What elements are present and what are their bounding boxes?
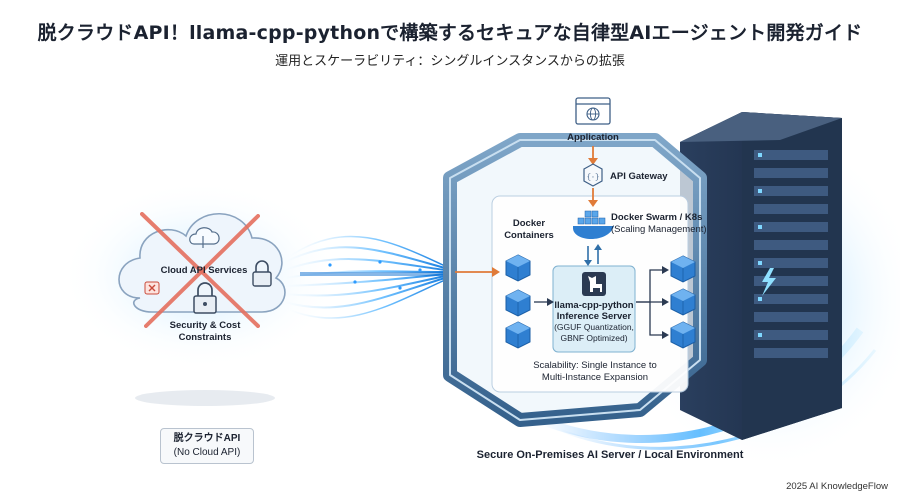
security-constraints-line2: Constraints	[178, 332, 232, 343]
swarm-line1: Docker Swarm / K8s	[611, 212, 703, 223]
application-window-icon	[575, 97, 611, 125]
scalability-line2: Multi-Instance Expansion	[541, 372, 649, 383]
server-line1: llama-cpp-python	[554, 300, 634, 311]
distribution-arrowheads	[662, 266, 669, 339]
server-line3: (GGUF Quantization,	[554, 322, 634, 332]
footer-credit: 2025 AI KnowledgeFlow	[786, 481, 888, 492]
llama-icon	[582, 272, 606, 296]
container-cube-1	[505, 254, 531, 282]
scalability-line1: Scalability: Single Instance to	[533, 360, 657, 371]
docker-whale-icon	[573, 210, 614, 239]
cloud-upload-icon	[189, 227, 220, 248]
cloud-api-services-label: Cloud API Services	[160, 265, 248, 276]
page-subtitle: 運用とスケーラビリティ：シングルインスタンスからの拡張	[275, 54, 625, 69]
no-cloud-api-tag: 脱クラウドAPI (No Cloud API)	[160, 428, 254, 464]
flow-arrows	[455, 146, 598, 277]
page-title: 脱クラウドAPI！llama-cpp-pythonで構築するセキュアな自律型AI…	[37, 22, 863, 44]
swarm-label: Docker Swarm / K8s (Scaling Management)	[611, 212, 707, 236]
lock-icon-center	[193, 282, 217, 314]
server-line2: Inference Server	[556, 311, 632, 322]
cloud-shape	[118, 213, 286, 313]
inference-server-label: llama-cpp-python Inference Server (GGUF …	[548, 300, 640, 344]
security-constraints-line1: Security & Cost	[169, 320, 241, 331]
docker-containers-line2: Containers	[504, 230, 554, 241]
swarm-line2: (Scaling Management)	[611, 224, 707, 235]
application-label: Application	[567, 132, 619, 143]
lightning-icon	[762, 268, 776, 296]
svg-text:{·}: {·}	[587, 174, 600, 182]
server-line4: GBNF Optimized)	[560, 333, 628, 343]
environment-label: Secure On-Premises AI Server / Local Env…	[476, 449, 744, 461]
docker-containers-line1: Docker	[512, 218, 546, 229]
scalability-label: Scalability: Single Instance to Multi-In…	[520, 360, 670, 384]
data-beam	[284, 235, 446, 319]
security-constraints-label: Security & Cost Constraints	[150, 320, 260, 344]
server-rack	[680, 112, 842, 440]
distribution-arrows	[636, 269, 664, 336]
container-cube-4	[670, 255, 696, 283]
container-cube-2	[505, 289, 531, 317]
no-cloud-api-tag-line1: 脱クラウドAPI	[173, 433, 241, 444]
api-gateway-icon: {·}	[583, 163, 603, 187]
cloud-shadow	[135, 390, 275, 406]
docker-containers-label: Docker Containers	[498, 218, 560, 242]
lock-icon-right	[252, 260, 272, 287]
container-cube-3	[505, 321, 531, 349]
swarm-to-server-arrow	[584, 244, 602, 266]
crossed-out-icon	[140, 212, 260, 328]
container-cube-5	[670, 288, 696, 316]
cloud-x-icon	[144, 281, 160, 295]
api-gateway-label: API Gateway	[610, 171, 668, 182]
server-box	[552, 265, 636, 353]
no-cloud-api-tag-line2: (No Cloud API)	[173, 447, 241, 458]
cube-to-server-arrows	[534, 298, 554, 306]
container-cube-6	[670, 321, 696, 349]
